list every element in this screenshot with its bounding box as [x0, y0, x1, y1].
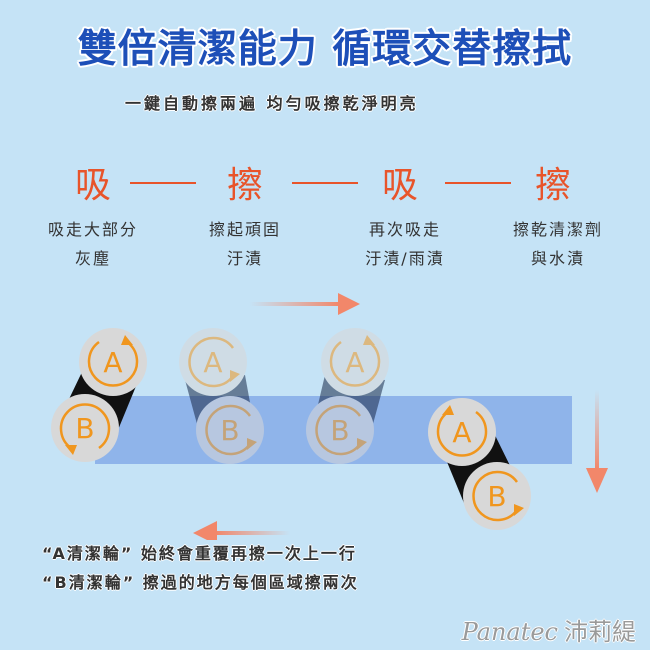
wheel-a-label: A	[452, 416, 471, 449]
wheel-pair-4: A B	[426, 396, 533, 532]
cleaning-path-diagram: A B A B A B A B	[49, 293, 608, 540]
brand-chinese-name: 沛莉緹	[564, 618, 636, 646]
step-4-label: 擦	[534, 165, 571, 206]
brand-name: Panatec	[461, 618, 558, 646]
subheadline: 一鍵自動擦兩遍 均勻吸擦乾淨明亮	[125, 94, 419, 113]
arrow-down-icon	[586, 390, 608, 493]
wheel-b-label: B	[330, 414, 349, 447]
step-2-label: 擦	[226, 165, 263, 206]
wheel-b-label: B	[487, 480, 506, 513]
step-4-description: 擦乾清潔劑與水漬	[512, 220, 603, 268]
step-1-label: 吸	[74, 165, 111, 206]
note-wheel-a: “A清潔輪” 始終會重覆再擦一次上一行	[42, 544, 357, 563]
step-connector	[445, 182, 511, 184]
step-1-description: 吸走大部分灰塵	[47, 220, 138, 268]
wheel-b-label: B	[75, 412, 94, 445]
wheel-a-label: A	[345, 346, 364, 379]
wheel-pair-1: A B	[49, 326, 149, 464]
step-3-label: 吸	[381, 165, 418, 206]
wheel-b-label: B	[220, 414, 239, 447]
arrow-left-icon	[193, 521, 290, 540]
wheel-pair-2: A B	[177, 326, 266, 466]
step-2-description: 擦起頑固汙漬	[208, 220, 281, 268]
arrow-right-icon	[250, 293, 360, 315]
headline: 雙倍清潔能力 循環交替擦拭	[77, 27, 573, 72]
wheel-pair-3: A B	[304, 326, 391, 466]
step-connector	[292, 182, 358, 184]
step-connector	[130, 182, 196, 184]
note-wheel-b: “B清潔輪” 擦過的地方每個區域擦兩次	[42, 573, 359, 592]
wheel-a-label: A	[103, 346, 122, 379]
wheel-a-label: A	[203, 346, 222, 379]
step-3-description: 再次吸走汙漬/雨漬	[365, 220, 445, 268]
